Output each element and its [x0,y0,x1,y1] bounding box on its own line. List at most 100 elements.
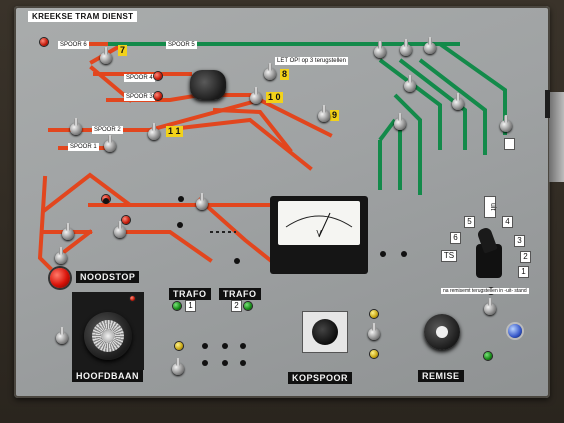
voltmeter-needle [318,212,331,238]
panel-title: KREEKSE TRAM DIENST [28,11,138,22]
hoofdbaan-knob[interactable] [84,312,132,360]
position-ts: TS [441,250,457,262]
hoofdbaan-controller [72,292,144,370]
position-3: 3 [514,235,525,247]
track-spoor2-branch [177,117,313,171]
hole-7 [202,343,208,349]
voltmeter-unit: V [316,229,322,238]
remise-rotary-selector[interactable] [474,226,504,278]
label-spoor4: SPOOR 4 [124,74,155,82]
track-green-4 [438,42,507,135]
trafo-amber-led [175,342,183,350]
hole-6 [401,251,407,257]
spoor2-switch[interactable] [70,118,82,135]
spoor1-switch[interactable] [104,135,116,152]
position-2: 2 [520,251,531,263]
green-point-switch-2[interactable] [400,39,412,56]
track-green-1 [378,58,442,150]
position-4: 4 [502,216,513,228]
remise-label: REMISE [418,370,464,382]
spoor3-indicator-led [154,92,162,100]
green-point-switch-1[interactable] [374,41,386,58]
track-lower-left-b [57,229,93,258]
kopspoor-led-bottom [370,350,378,358]
label-spoor5: SPOOR 5 [166,41,197,49]
track-green-5 [393,93,422,195]
position-uit: uit [484,196,496,218]
position-5: 5 [464,216,475,228]
kopspoor-toggle[interactable] [368,323,380,340]
label-let-op: LET OP! op 3 terugstellen [275,57,348,65]
trafo1-led [173,302,181,310]
green-point-switch-7[interactable] [500,115,512,132]
remise-led [484,352,492,360]
lower-point-switch-a[interactable] [196,193,208,210]
green-point-switch-6[interactable] [394,113,406,130]
green-point-switch-4[interactable] [404,75,416,92]
hoofdbaan-label: HOOFDBAAN [72,370,143,382]
track-main-upper [198,93,333,138]
kopspoor-knob[interactable] [312,319,338,345]
green-point-switch-5[interactable] [452,93,464,110]
point-switch-10[interactable] [250,87,262,104]
hole-11 [222,360,228,366]
point-switch-spoor6[interactable] [100,47,112,64]
noodstop-label: NOODSTOP [76,271,140,283]
trafo2-label: TRAFO [219,288,261,300]
track-spoor4-diagonal [89,65,133,103]
label-spoor2: SPOOR 2 [92,126,123,134]
voltmeter-scale [285,212,353,238]
red-tracks [37,42,333,271]
voltmeter-face: V [278,201,360,245]
point-motor-coil [190,70,226,100]
noodstop-switch[interactable] [55,247,67,264]
trafo2-led [244,302,252,310]
indicator-box [504,138,515,150]
remise-push-button[interactable] [508,324,522,338]
track-inner [212,107,293,153]
track-green-2 [398,58,467,150]
number-8: 8 [280,69,290,80]
hoofdbaan-direction-toggle[interactable] [56,327,68,344]
hoofdbaan-power-led [130,296,135,301]
track-green-3 [418,58,487,155]
track-lower-branch-a [197,197,273,263]
remise-note: na remisemt terugstellen in -uit- stand [441,288,529,294]
position-1: 1 [518,266,529,278]
lower-point-switch-c[interactable] [62,223,74,240]
spoor6-indicator-led [40,38,48,46]
remise-knob[interactable] [424,314,460,350]
kopspoor-led-top [370,310,378,318]
side-cable [545,90,550,118]
trafo1-label: TRAFO [169,288,211,300]
point-switch-11[interactable] [148,123,160,140]
position-6: 6 [450,232,461,244]
remise-toggle[interactable] [484,298,496,315]
lower-point-switch-b[interactable] [114,221,126,238]
hole-2 [178,196,184,202]
side-connector [549,92,564,182]
label-spoor6: SPOOR 6 [58,41,89,49]
kopspoor-dial[interactable] [302,311,348,353]
number-11: 1 1 [166,126,183,137]
point-switch-9[interactable] [318,105,330,122]
voltmeter: V [270,196,368,274]
track-green-6 [378,118,397,142]
hole-4 [234,258,240,264]
hole-12 [240,360,246,366]
hole-3 [177,222,183,228]
hole-5 [380,251,386,257]
track-lower-branch-b [118,230,213,263]
number-9: 9 [330,110,340,121]
hoofdbaan-toggle[interactable] [172,358,184,375]
kopspoor-label: KOPSPOOR [288,372,353,384]
green-tracks [108,42,507,195]
green-point-switch-3[interactable] [424,37,436,54]
point-switch-8[interactable] [264,63,276,80]
label-spoor1: SPOOR 1 [68,143,99,151]
trafo1-number: 1 [185,300,196,312]
spoor4-indicator-led [154,72,162,80]
hole-8 [222,343,228,349]
